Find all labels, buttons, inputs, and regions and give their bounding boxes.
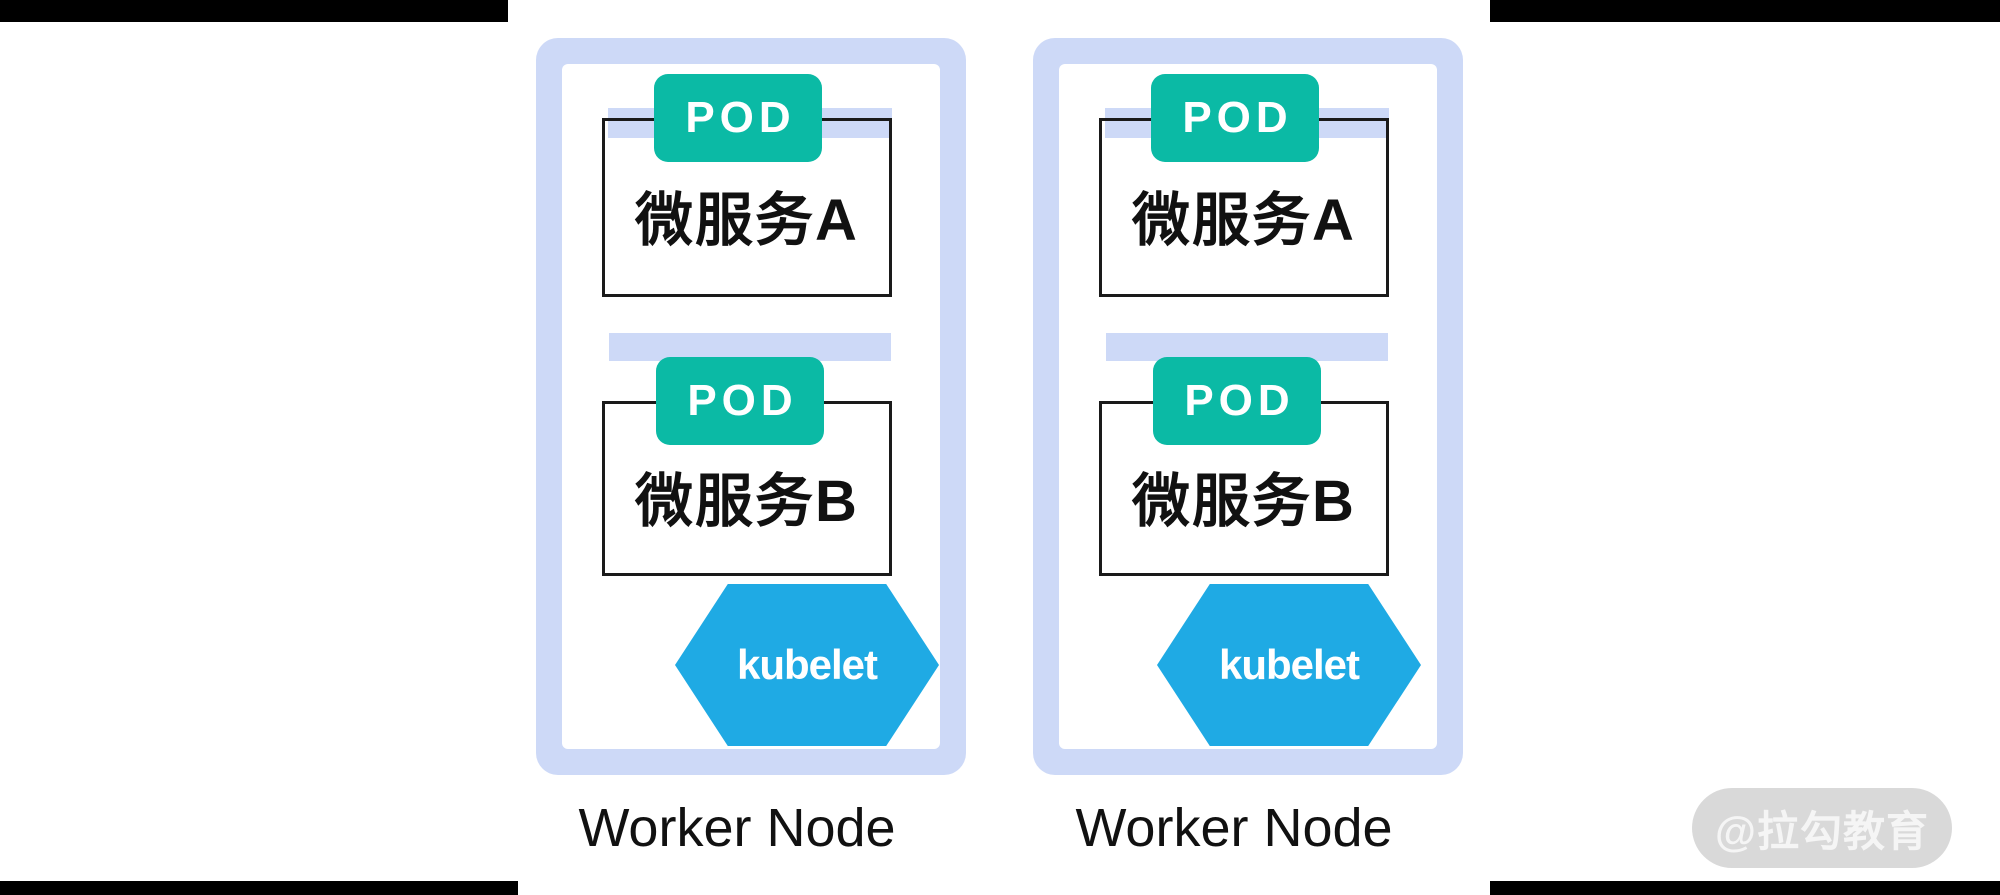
pod-badge: POD (656, 357, 824, 445)
microservice-b-label: 微服务B (1132, 468, 1356, 534)
kubelet-label: kubelet (736, 641, 878, 688)
watermark-badge: @拉勾教育 (1692, 788, 1952, 868)
worker-node-container: 微服务A POD 微服务B POD kubelet (1033, 38, 1463, 775)
pod-badge: POD (1151, 74, 1319, 162)
letterbox-bar (0, 881, 518, 895)
pod-badge-label: POD (685, 93, 796, 142)
watermark-label: @拉勾教育 (1715, 807, 1929, 855)
microservice-b-label: 微服务B (635, 468, 859, 534)
worker-node-container: 微服务A POD 微服务B POD kubelet (536, 38, 966, 775)
letterbox-bar (0, 0, 508, 22)
worker-node-label: Worker Node (1075, 798, 1393, 858)
letterbox-bar (1490, 881, 2000, 895)
pod-badge: POD (654, 74, 822, 162)
kubelet-hexagon: kubelet (675, 584, 939, 746)
pod-badge: POD (1153, 357, 1321, 445)
microservice-a-label: 微服务A (1132, 187, 1356, 253)
pod-connector-bar (1106, 333, 1388, 361)
microservice-a-label: 微服务A (635, 187, 859, 253)
letterbox-bar (1490, 0, 2000, 22)
worker-node-label: Worker Node (578, 798, 896, 858)
pod-badge-label: POD (1184, 376, 1295, 425)
pod-badge-label: POD (1182, 93, 1293, 142)
kubelet-label: kubelet (1218, 641, 1360, 688)
microservice-a-box: 微服务A (602, 118, 892, 297)
kubelet-hexagon: kubelet (1157, 584, 1421, 746)
pod-connector-bar (609, 333, 891, 361)
pod-badge-label: POD (687, 376, 798, 425)
